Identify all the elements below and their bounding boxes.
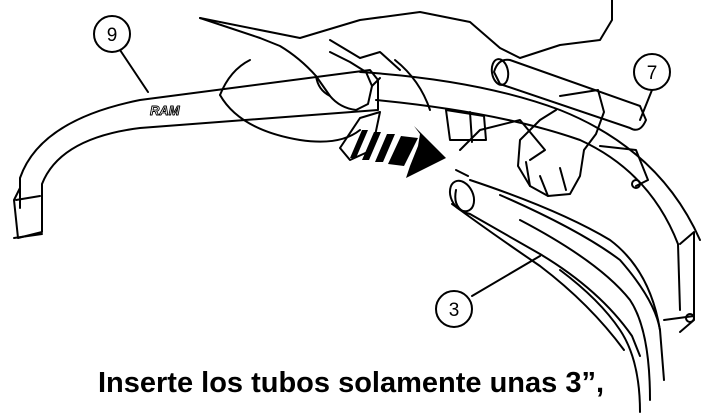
frame-tubes xyxy=(359,71,701,413)
right-hand xyxy=(517,89,605,197)
callout-3: 3 xyxy=(435,290,473,328)
person-body xyxy=(199,0,613,59)
callout-7-label: 7 xyxy=(647,63,658,84)
left-hand xyxy=(199,17,381,111)
callout-9-label: 9 xyxy=(107,25,118,46)
callout-3-label: 3 xyxy=(449,300,460,321)
leader-line-9 xyxy=(119,49,149,93)
direction-arrow-icon xyxy=(350,126,446,178)
leader-line-3 xyxy=(471,255,541,297)
leader-line-7 xyxy=(639,89,653,121)
tube-9: RAM xyxy=(13,69,379,239)
callout-9: 9 xyxy=(93,15,131,53)
ram-logo: RAM xyxy=(150,103,181,118)
instruction-caption: Inserte los tubos solamente unas 3”, xyxy=(97,367,605,399)
tube-3 xyxy=(448,119,641,357)
callout-7: 7 xyxy=(633,53,671,91)
tube-7 xyxy=(490,58,649,187)
